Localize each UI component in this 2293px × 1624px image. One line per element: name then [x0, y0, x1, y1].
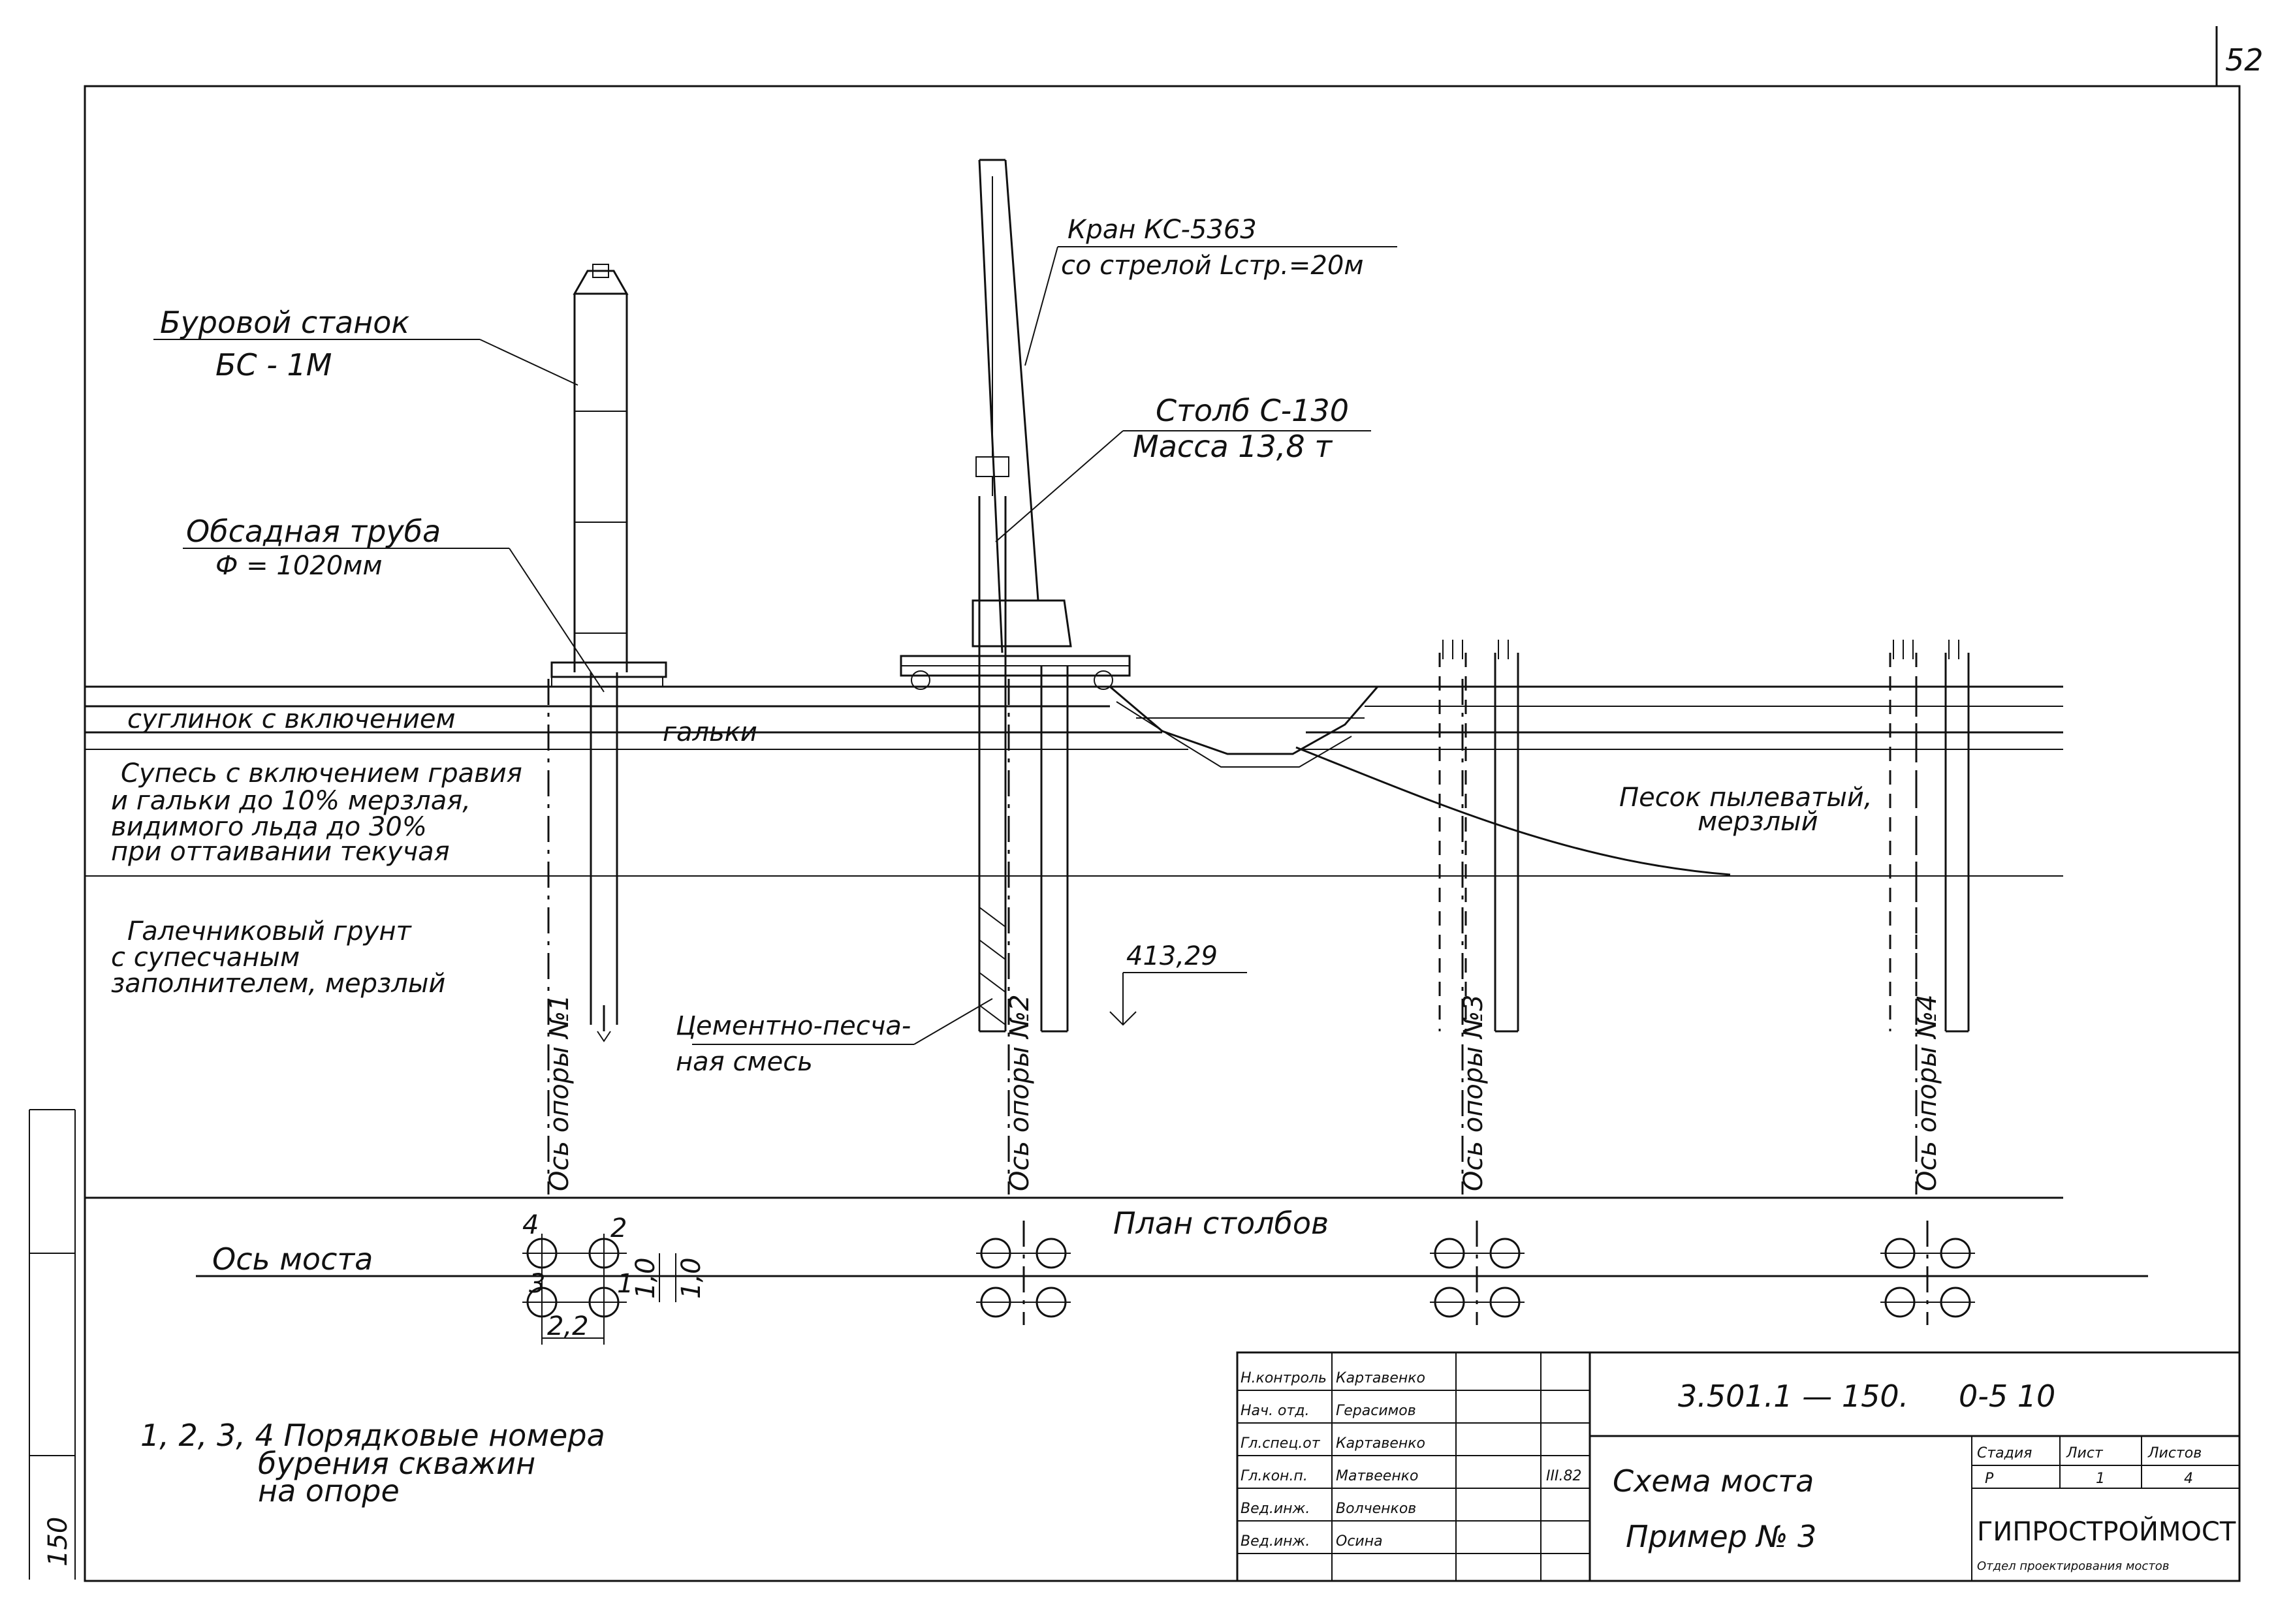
tb-doc-sheet: 0-5 10: [1959, 1379, 2055, 1414]
piles-pier-4: [1889, 640, 1970, 1033]
title-block: [1236, 1351, 2241, 1582]
tb-name-2: Картавенко: [1336, 1435, 1425, 1452]
drill-rig-model: БС - 1М: [215, 347, 332, 383]
plan-pier-4: [1880, 1221, 1975, 1325]
tb-sheet-header: Лист: [2066, 1445, 2104, 1461]
elevation-label: 413,29: [1126, 941, 1218, 971]
layer-sand-label-1: Песок пылеватый,: [1619, 783, 1873, 813]
layer-sand-label-2: мерзлый: [1698, 807, 1818, 837]
layer-gravel-label-3: заполнителем, мерзлый: [111, 969, 445, 999]
tb-title-2: Пример № 3: [1626, 1519, 1816, 1554]
tb-stage-header: Стадия: [1977, 1445, 2032, 1461]
layer-sandy-label-4: при оттаивании текучая: [111, 837, 450, 867]
layer-sandy-label-1: Супесь с включением гравия: [121, 758, 522, 789]
casing-label: Обсадная труба: [186, 514, 441, 549]
crane-label: Кран КС-5363: [1067, 215, 1257, 245]
tb-name-1: Герасимов: [1336, 1403, 1416, 1419]
tb-role-2: Гл.спец.от: [1241, 1435, 1321, 1452]
cement-label-2: ная смесь: [676, 1047, 813, 1077]
tb-sheets-value: 4: [2184, 1471, 2193, 1487]
pier-axis-label-4: Ось опоры №4: [1912, 994, 1942, 1191]
hole-number-1: 1: [617, 1269, 633, 1299]
tb-name-0: Картавенко: [1336, 1370, 1425, 1386]
tb-role-3: Гл.кон.п.: [1241, 1468, 1308, 1484]
tb-name-4: Волченков: [1336, 1501, 1416, 1517]
layer-sandy-label-2: и гальки до 10% мерзлая,: [111, 786, 471, 816]
drawing-frame: [84, 85, 2241, 1582]
hole-number-3: 3: [529, 1269, 545, 1299]
plan-title: План столбов: [1113, 1206, 1329, 1241]
note-line-1: 1, 2, 3, 4 Порядковые номера: [140, 1418, 605, 1453]
tb-sheets-header: Листов: [2147, 1445, 2202, 1461]
side-mark: 150: [43, 1517, 73, 1567]
drill-rig: [550, 264, 667, 1042]
hole-number-2: 2: [610, 1213, 627, 1243]
plan-pier-3: [1430, 1221, 1525, 1325]
note-line-3: на опоре: [258, 1473, 400, 1508]
pillar-c130: [978, 496, 1069, 1033]
margin-strip: 150: [29, 1109, 76, 1580]
tb-sheet-value: 1: [2096, 1471, 2105, 1487]
pillar-label: Столб С-130: [1156, 393, 1349, 428]
tb-name-5: Осина: [1336, 1533, 1383, 1550]
plan-pier-2: [976, 1221, 1071, 1325]
tb-stage-value: Р: [1985, 1471, 1994, 1487]
tb-date: III.82: [1546, 1468, 1581, 1484]
plan-dim-2: 1,0: [676, 1257, 706, 1299]
pier-axis-label-3: Ось опоры №3: [1459, 994, 1489, 1191]
hole-number-4: 4: [522, 1210, 539, 1240]
casing-diameter: Ф = 1020мм: [215, 551, 383, 581]
crane: [900, 159, 1131, 690]
layer-gravel-label-1: Галечниковый грунт: [127, 916, 412, 946]
tb-name-3: Матвеенко: [1336, 1468, 1418, 1484]
plan-dim-1: 1,0: [631, 1257, 661, 1299]
pillar-mass: Масса 13,8 т: [1133, 429, 1333, 464]
bridge-axis-label: Ось моста: [212, 1241, 373, 1277]
tb-role-4: Вед.инж.: [1241, 1501, 1310, 1517]
layer-sandy-label-3: видимого льда до 30%: [111, 812, 427, 842]
tb-dept: Отдел проектирования мостов: [1977, 1559, 2169, 1573]
layer-loam-label-2: гальки: [663, 717, 757, 747]
sheet-number: 52: [2225, 42, 2264, 78]
tb-doc-code: 3.501.1 — 150.: [1678, 1379, 1908, 1414]
pier-axis-label-1: Ось опоры №1: [545, 994, 575, 1191]
layer-loam-label: суглинок с включением: [127, 704, 456, 734]
pier-axis-label-2: Ось опоры №2: [1005, 994, 1035, 1191]
tb-role-5: Вед.инж.: [1241, 1533, 1310, 1550]
cement-label-1: Цементно-песча-: [676, 1011, 911, 1041]
tb-role-1: Нач. отд.: [1241, 1403, 1310, 1419]
plan-dim-spacing: 2,2: [547, 1311, 589, 1341]
crane-boom-label: со стрелой Lстр.=20м: [1061, 251, 1364, 281]
layer-gravel-label-2: с супесчаным: [111, 943, 300, 973]
piles-pier-3: [1438, 640, 1519, 1033]
tb-role-0: Н.контроль: [1241, 1370, 1327, 1386]
tb-title-1: Схема моста: [1613, 1463, 1814, 1499]
drill-rig-label: Буровой станок: [160, 305, 409, 340]
callouts: [153, 246, 1397, 1045]
plan-pier-1: [522, 1234, 676, 1345]
note-line-2: бурения скважин: [258, 1446, 535, 1481]
tb-org: ГИПРОСТРОЙМОСТ: [1977, 1516, 2236, 1547]
